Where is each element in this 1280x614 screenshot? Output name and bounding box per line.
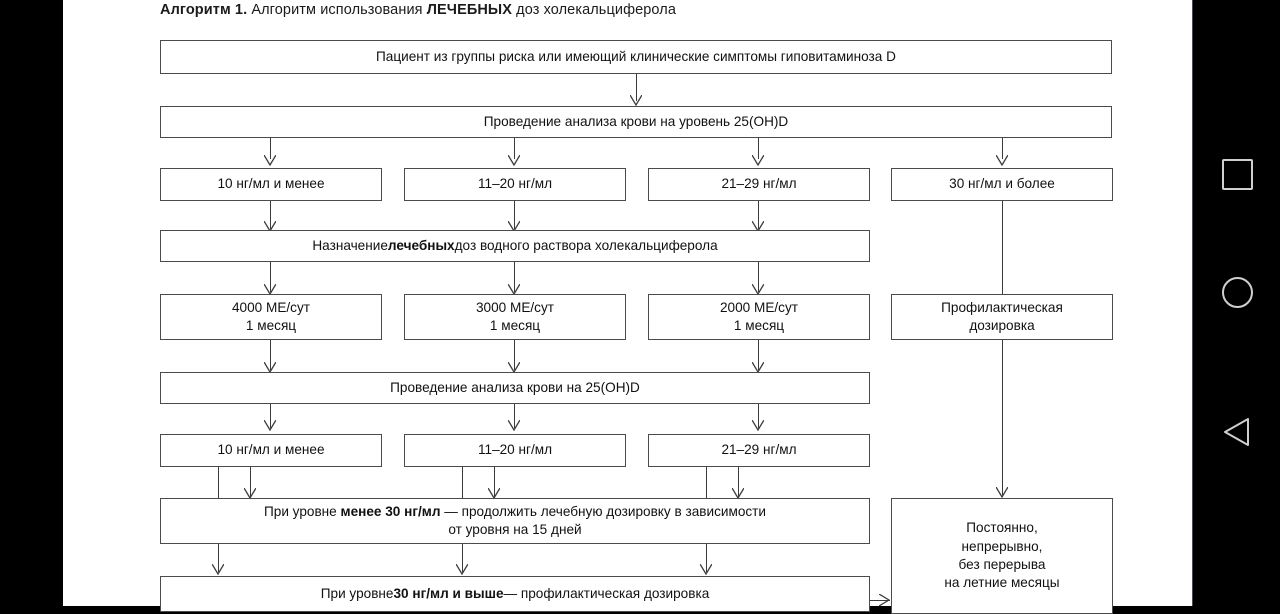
node-level-b3: 21–29 нг/мл <box>648 434 870 467</box>
arrowhead-down-e1 <box>212 564 224 575</box>
connector-test2-b1 <box>270 404 271 428</box>
title-prefix: Алгоритм 1. <box>160 2 248 18</box>
node-permanent: Постоянно, непрерывно, без перерыва на л… <box>891 498 1113 614</box>
prescribe-pre: Назначение <box>312 237 388 253</box>
connector-test1-a1 <box>270 138 271 159</box>
connector-prescribe-d2 <box>514 262 515 292</box>
arrowhead-down-b1 <box>264 420 276 431</box>
android-navigation-bar <box>1192 0 1280 606</box>
arrowhead-down-e2 <box>456 564 468 575</box>
below30-line1: При уровне менее 30 нг/мл — продолжить л… <box>264 503 766 521</box>
connector-test1-a3 <box>758 138 759 159</box>
node-above-30: При уровне 30 нг/мл и выше — профилактич… <box>160 576 870 612</box>
connector-a1-prescribe <box>270 201 271 229</box>
above30-post: — профилактическая дозировка <box>503 585 710 601</box>
connector-test2-b3 <box>758 404 759 428</box>
connector-b3-below30 <box>738 467 739 498</box>
permanent-line4: на летние месяцы <box>944 575 1060 591</box>
dose-3000-line1: 3000 МЕ/сут <box>475 299 554 315</box>
node-test2: Проведение анализа крови на 25(OH)D <box>160 372 870 404</box>
connector-d2-test2 <box>514 340 515 370</box>
arrowhead-right-permanent <box>879 594 890 606</box>
arrowhead-down-1 <box>630 95 642 106</box>
connector-patient-test1 <box>636 74 637 101</box>
below30-bold: менее 30 нг/мл <box>340 503 441 519</box>
arrowhead-down-a4 <box>996 155 1008 166</box>
dose-3000-line2: 1 месяц <box>489 318 541 333</box>
above30-pre: При уровне <box>320 585 394 601</box>
square-icon <box>1221 158 1253 190</box>
connector-test1-a4 <box>1002 138 1003 159</box>
node-patient: Пациент из группы риска или имеющий клин… <box>160 40 1112 74</box>
node-level-a2: 11–20 нг/мл <box>404 168 626 201</box>
connector-d1-test2 <box>270 340 271 370</box>
dose-4000-line2: 1 месяц <box>245 318 297 333</box>
connector-a4-prophylactic <box>1002 201 1003 294</box>
node-level-b2: 11–20 нг/мл <box>404 434 626 467</box>
permanent-line1: Постоянно, <box>966 520 1038 536</box>
arrowhead-down-b2 <box>508 420 520 431</box>
left-system-bar <box>0 0 63 606</box>
node-prophylactic-dose: Профилактическая дозировка <box>891 294 1113 340</box>
connector-test1-a2 <box>514 138 515 159</box>
node-below-30: При уровне менее 30 нг/мл — продолжить л… <box>160 498 870 544</box>
permanent-line2: непрерывно, <box>961 538 1043 554</box>
below30-post: — продолжить лечебную дозировку в зависи… <box>440 503 767 519</box>
arrowhead-down-b3 <box>752 420 764 431</box>
dose-2000-line2: 1 месяц <box>733 318 785 333</box>
below30-line2: от уровня на 15 дней <box>448 522 582 537</box>
arrowhead-down-a3 <box>752 155 764 166</box>
connector-prophylactic-permanent <box>1002 340 1003 495</box>
triangle-left-icon <box>1224 418 1249 446</box>
dose-2000-line1: 2000 МЕ/сут <box>719 299 798 315</box>
node-test1: Проведение анализа крови на уровень 25(O… <box>160 106 1112 138</box>
connector-prescribe-d1 <box>270 262 271 292</box>
node-prescribe: Назначение лечебных доз водного раствора… <box>160 230 870 262</box>
node-level-a1: 10 нг/мл и менее <box>160 168 382 201</box>
connector-a2-prescribe <box>514 201 515 229</box>
title-bold: ЛЕЧЕБНЫХ <box>426 2 512 18</box>
connector-b1-below30 <box>250 467 251 498</box>
connector-b2-below30 <box>494 467 495 498</box>
prophylactic-line2: дозировка <box>969 318 1035 333</box>
home-button[interactable] <box>1193 262 1280 322</box>
prescribe-post: доз водного раствора холекальциферола <box>454 237 718 253</box>
page-title: Алгоритм 1. Алгоритм использования ЛЕЧЕБ… <box>160 2 676 18</box>
connector-d3-test2 <box>758 340 759 370</box>
arrowhead-down-permanent <box>996 487 1008 498</box>
prescribe-bold: лечебных <box>387 237 455 253</box>
connector-test2-b2 <box>514 404 515 428</box>
below30-pre: При уровне <box>263 503 341 519</box>
title-tail: доз холекальциферола <box>512 2 676 18</box>
node-level-a4: 30 нг/мл и более <box>891 168 1113 201</box>
title-rest: Алгоритм использования <box>247 2 427 18</box>
document-page: Алгоритм 1. Алгоритм использования ЛЕЧЕБ… <box>63 0 1192 614</box>
node-dose-2000: 2000 МЕ/сут 1 месяц <box>648 294 870 340</box>
node-dose-4000: 4000 МЕ/сут 1 месяц <box>160 294 382 340</box>
node-level-a3: 21–29 нг/мл <box>648 168 870 201</box>
arrowhead-down-a2 <box>508 155 520 166</box>
node-dose-3000: 3000 МЕ/сут 1 месяц <box>404 294 626 340</box>
connector-prescribe-d3 <box>758 262 759 292</box>
circle-icon <box>1221 276 1253 308</box>
prophylactic-line1: Профилактическая <box>941 299 1063 315</box>
dose-4000-line1: 4000 МЕ/сут <box>231 299 310 315</box>
connector-a3-prescribe <box>758 201 759 229</box>
node-level-b1: 10 нг/мл и менее <box>160 434 382 467</box>
recents-button[interactable] <box>1193 144 1280 204</box>
connector-above30-permanent <box>870 600 890 601</box>
above30-bold: 30 нг/мл и выше <box>393 585 504 601</box>
arrowhead-down-e3 <box>700 564 712 575</box>
arrowhead-down-a1 <box>264 155 276 166</box>
back-button[interactable] <box>1193 402 1280 462</box>
permanent-line3: без перерыва <box>958 557 1046 572</box>
